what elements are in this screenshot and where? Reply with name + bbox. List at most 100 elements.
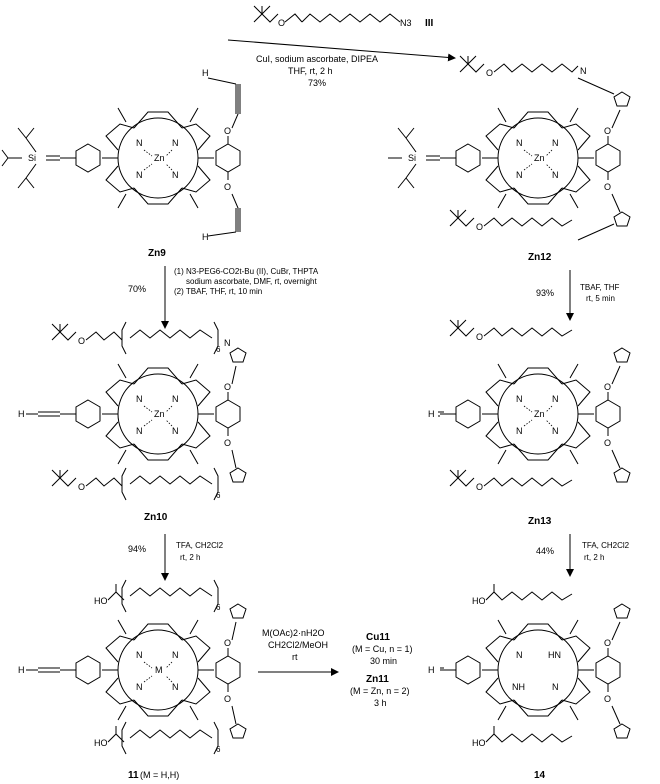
- c11-metal: M: [155, 665, 163, 675]
- zn9-h1: H: [202, 68, 209, 78]
- zn10-bottom-chain: O 6: [51, 467, 221, 501]
- c11-top-ho: HO: [94, 596, 108, 606]
- zn12-o2: O: [604, 182, 611, 192]
- zn10-top-n6: 6: [216, 345, 221, 354]
- zn10-metal: Zn: [154, 409, 165, 419]
- zn13-h: H: [428, 409, 435, 419]
- zn10-h: H: [18, 409, 25, 419]
- zn9-n3: N: [136, 170, 143, 180]
- metal-line3: rt: [292, 652, 298, 662]
- zn13-o2: O: [604, 438, 611, 448]
- label-zn11-note: (M = Zn, n = 2): [350, 686, 410, 696]
- zn9-zn10-line2: sodium ascorbate, DMF, rt, overnight: [186, 277, 317, 286]
- zn12-top-o: O: [486, 68, 493, 78]
- zn9-o1: O: [224, 126, 231, 136]
- zn12-bottom-chain: O: [449, 209, 573, 232]
- c14-h: H: [428, 665, 435, 675]
- zn10-n2: N: [172, 394, 179, 404]
- zn13-14-line1: TFA, CH2Cl2: [582, 541, 630, 550]
- label-zn9: Zn9: [148, 248, 166, 259]
- zn9-zn10-yield: 70%: [128, 284, 146, 294]
- zn12-n2: N: [552, 138, 559, 148]
- c14-top-chain: HO: [472, 584, 573, 606]
- label-zn12: Zn12: [528, 252, 552, 263]
- structure-zn10: Zn N N N N H O O: [18, 347, 247, 483]
- zn13-bot-o: O: [476, 482, 483, 492]
- c14-o1: O: [604, 638, 611, 648]
- zn12-n3: N: [516, 170, 523, 180]
- c14-bottom-chain: HO: [472, 726, 573, 748]
- c11-top-chain: HO 6: [94, 579, 221, 613]
- zn10-n1: N: [136, 394, 143, 404]
- zn10-o2: O: [224, 438, 231, 448]
- c14-n1: N: [516, 650, 523, 660]
- c14-o2: O: [604, 694, 611, 704]
- zn10-top-o: O: [78, 336, 85, 346]
- c11-bottom-chain: HO 6: [94, 721, 221, 755]
- zn12-o1: O: [604, 126, 611, 136]
- zn10-top-chain: O 6 N: [51, 321, 231, 355]
- c14-n4: N: [552, 682, 559, 692]
- zn10-11-yield: 94%: [128, 544, 146, 554]
- zn10-o1: O: [224, 382, 231, 392]
- c11-n1: N: [136, 650, 143, 660]
- zn10-top-n: N: [224, 338, 231, 348]
- top-cond-2: THF, rt, 2 h: [288, 66, 333, 76]
- c14-bot-ho: HO: [472, 738, 486, 748]
- structure-11: M N N N N H O O: [18, 603, 247, 739]
- c11-o2: O: [224, 694, 231, 704]
- zn13-bottom-chain: O: [449, 469, 573, 492]
- zn9-h2: H: [202, 232, 209, 242]
- zn10-11-line2: rt, 2 h: [180, 553, 200, 562]
- zn9-n2: N: [172, 138, 179, 148]
- c11-o1: O: [224, 638, 231, 648]
- c11-bot-ho: HO: [94, 738, 108, 748]
- c14-hn: HN: [548, 650, 561, 660]
- zn12-n1: N: [516, 138, 523, 148]
- zn10-n4: N: [172, 426, 179, 436]
- zn13-n2: N: [552, 394, 559, 404]
- zn10-11-line1: TFA, CH2Cl2: [176, 541, 224, 550]
- zn10-bot-n6: 6: [216, 491, 221, 500]
- zn12-zn13-line1: TBAF, THF: [580, 283, 620, 292]
- c11-bot-n6: 6: [216, 745, 221, 754]
- zn13-o1: O: [604, 382, 611, 392]
- zn13-top-chain: O: [449, 319, 573, 342]
- zn13-metal: Zn: [534, 409, 545, 419]
- c11-n2: N: [172, 650, 179, 660]
- zn10-bot-o: O: [78, 482, 85, 492]
- zn9-zn10-line3: (2) TBAF, THF, rt, 10 min: [174, 287, 262, 296]
- zn9-o2: O: [224, 182, 231, 192]
- metal-line2: CH2Cl2/MeOH: [268, 640, 328, 650]
- label-11-note: (M = H,H): [140, 770, 179, 780]
- label-zn11: Zn11: [366, 674, 389, 685]
- top-cond-1: CuI, sodium ascorbate, DIPEA: [256, 54, 378, 64]
- structure-zn12: Zn N N N N Si O O: [388, 77, 631, 241]
- label-zn10: Zn10: [144, 512, 168, 523]
- zn9-n1: N: [136, 138, 143, 148]
- zn13-n3: N: [516, 426, 523, 436]
- top-arrow: [227, 39, 456, 62]
- zn12-n4: N: [552, 170, 559, 180]
- reagent-iii-label: III: [425, 18, 434, 29]
- c14-top-ho: HO: [472, 596, 486, 606]
- zn9-metal: Zn: [154, 153, 165, 163]
- atom-n3-label: N3: [400, 18, 412, 28]
- label-cu11-time: 30 min: [370, 656, 397, 666]
- metal-line1: M(OAc)2·nH2O: [262, 628, 325, 638]
- atom-o-label: O: [278, 18, 285, 28]
- c14-nh: NH: [512, 682, 525, 692]
- label-zn13: Zn13: [528, 516, 552, 527]
- label-11: 11: [128, 770, 139, 781]
- c11-n3: N: [136, 682, 143, 692]
- structure-14: N HN NH N H O O: [428, 603, 631, 739]
- zn12-si: Si: [408, 153, 416, 163]
- c11-h: H: [18, 665, 25, 675]
- zn12-zn13-line2: rt, 5 min: [586, 294, 615, 303]
- zn13-top-o: O: [476, 332, 483, 342]
- label-cu11-note: (M = Cu, n = 1): [352, 644, 413, 654]
- zn10-n3: N: [136, 426, 143, 436]
- zn13-14-yield: 44%: [536, 546, 554, 556]
- label-cu11: Cu11: [366, 632, 390, 643]
